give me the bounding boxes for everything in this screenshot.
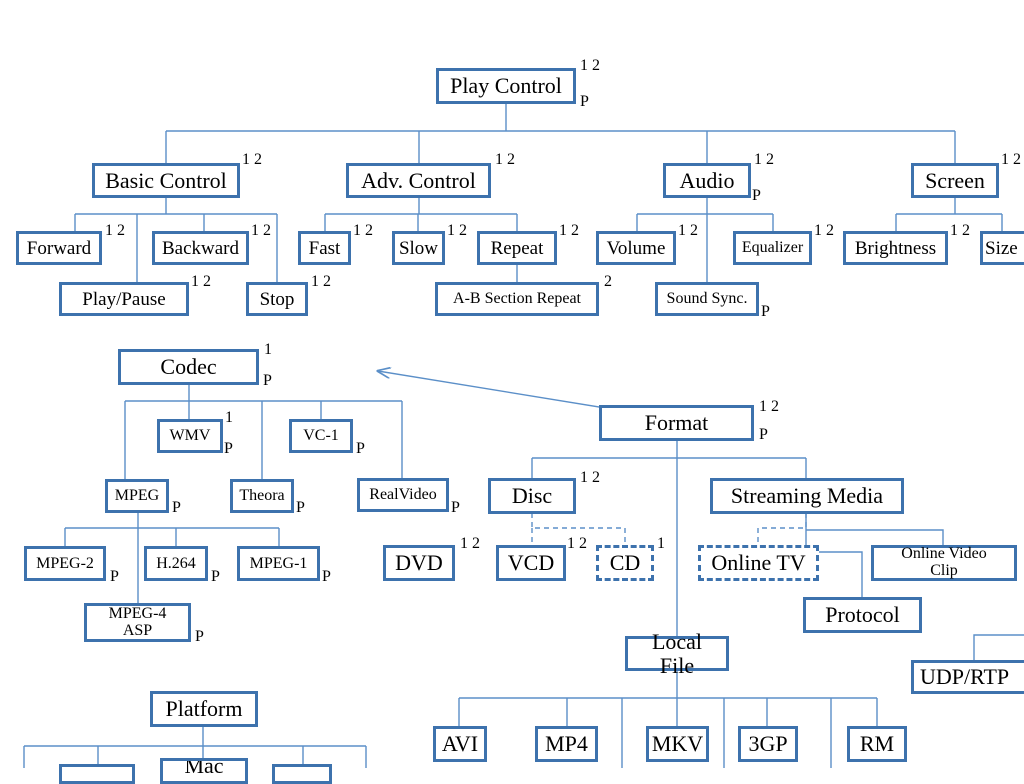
mark-sound-sync-p: P bbox=[761, 303, 770, 320]
node-mpeg1: MPEG-1 bbox=[237, 546, 320, 581]
node-repeat: Repeat bbox=[477, 231, 557, 265]
mark-mpeg-p: P bbox=[172, 499, 181, 516]
mark-codec: 1 bbox=[264, 341, 272, 358]
mark-equalizer: 1 2 bbox=[814, 222, 834, 239]
node-forward: Forward bbox=[16, 231, 102, 265]
mark-brightness: 1 2 bbox=[950, 222, 970, 239]
mark-disc: 1 2 bbox=[580, 469, 600, 486]
node-udp-rtp: UDP/RTP bbox=[911, 660, 1024, 694]
node-brightness: Brightness bbox=[843, 231, 948, 265]
node-platform-child-left bbox=[59, 764, 135, 784]
mark-audio-p: P bbox=[752, 187, 761, 204]
mark-backward: 1 2 bbox=[251, 222, 271, 239]
node-basic-control: Basic Control bbox=[92, 163, 240, 198]
node-fast: Fast bbox=[298, 231, 351, 265]
node-theora: Theora bbox=[230, 479, 294, 513]
node-streaming-media: Streaming Media bbox=[710, 478, 904, 514]
node-audio: Audio bbox=[663, 163, 751, 198]
mark-volume: 1 2 bbox=[678, 222, 698, 239]
node-vcd: VCD bbox=[496, 545, 566, 581]
node-stop: Stop bbox=[246, 282, 308, 316]
mark-cd: 1 bbox=[657, 535, 665, 552]
node-3gp: 3GP bbox=[738, 726, 798, 762]
node-cd: CD bbox=[596, 545, 654, 581]
mark-screen: 1 2 bbox=[1001, 151, 1021, 168]
node-disc: Disc bbox=[488, 478, 576, 514]
mark-dvd: 1 2 bbox=[460, 535, 480, 552]
node-format: Format bbox=[599, 405, 754, 441]
mark-repeat: 1 2 bbox=[559, 222, 579, 239]
node-ab-section-repeat: A-B Section Repeat bbox=[435, 282, 599, 316]
node-wmv: WMV bbox=[157, 419, 223, 453]
mark-mpeg2-p: P bbox=[110, 568, 119, 585]
mark-play-control-p: P bbox=[580, 93, 589, 110]
mark-basic-control: 1 2 bbox=[242, 151, 262, 168]
node-codec: Codec bbox=[118, 349, 259, 385]
node-mpeg2: MPEG-2 bbox=[24, 546, 106, 581]
node-sound-sync: Sound Sync. bbox=[655, 282, 759, 316]
mark-format: 1 2 bbox=[759, 398, 779, 415]
mark-wmv: 1 bbox=[225, 409, 233, 426]
node-online-video-clip: Online Video Clip bbox=[871, 545, 1017, 581]
mark-wmv-p: P bbox=[224, 440, 233, 457]
node-mkv: MKV bbox=[646, 726, 709, 762]
mark-mpeg4-asp-p: P bbox=[195, 628, 204, 645]
mark-vc1-p: P bbox=[356, 440, 365, 457]
node-slow: Slow bbox=[392, 231, 445, 265]
mark-codec-p: P bbox=[263, 372, 272, 389]
mark-play-pause: 1 2 bbox=[191, 273, 211, 290]
node-play-pause: Play/Pause bbox=[59, 282, 189, 316]
node-protocol: Protocol bbox=[803, 597, 922, 633]
node-play-control: Play Control bbox=[436, 68, 576, 104]
mark-vcd: 1 2 bbox=[567, 535, 587, 552]
node-equalizer: Equalizer bbox=[733, 231, 812, 265]
node-screen: Screen bbox=[911, 163, 999, 198]
mark-mpeg1-p: P bbox=[322, 568, 331, 585]
mark-slow: 1 2 bbox=[447, 222, 467, 239]
node-dvd: DVD bbox=[383, 545, 455, 581]
node-adv-control: Adv. Control bbox=[346, 163, 491, 198]
mark-format-p: P bbox=[759, 426, 768, 443]
node-backward: Backward bbox=[152, 231, 249, 265]
node-volume: Volume bbox=[596, 231, 676, 265]
mark-realvideo-p: P bbox=[451, 499, 460, 516]
mark-play-control: 1 2 bbox=[580, 57, 600, 74]
mark-ab-section-repeat: 2 bbox=[604, 273, 612, 290]
mark-audio: 1 2 bbox=[754, 151, 774, 168]
mark-h264-p: P bbox=[211, 568, 220, 585]
node-platform-child-right bbox=[272, 764, 332, 784]
node-mpeg: MPEG bbox=[105, 479, 169, 513]
mark-forward: 1 2 bbox=[105, 222, 125, 239]
node-size: Size bbox=[980, 231, 1024, 265]
node-platform: Platform bbox=[150, 691, 258, 727]
node-platform-child-mac: Mac bbox=[160, 758, 248, 784]
node-avi: AVI bbox=[433, 726, 487, 762]
node-vc1: VC-1 bbox=[289, 419, 353, 453]
node-online-tv: Online TV bbox=[698, 545, 819, 581]
node-mpeg4-asp: MPEG-4 ASP bbox=[84, 603, 191, 642]
mark-theora-p: P bbox=[296, 499, 305, 516]
node-h264: H.264 bbox=[144, 546, 208, 581]
node-local-file: Local File bbox=[625, 630, 729, 677]
node-mp4: MP4 bbox=[535, 726, 598, 762]
mark-fast: 1 2 bbox=[353, 222, 373, 239]
node-rm: RM bbox=[847, 726, 907, 762]
mark-adv-control: 1 2 bbox=[495, 151, 515, 168]
mark-stop: 1 2 bbox=[311, 273, 331, 290]
node-realvideo: RealVideo bbox=[357, 478, 449, 512]
